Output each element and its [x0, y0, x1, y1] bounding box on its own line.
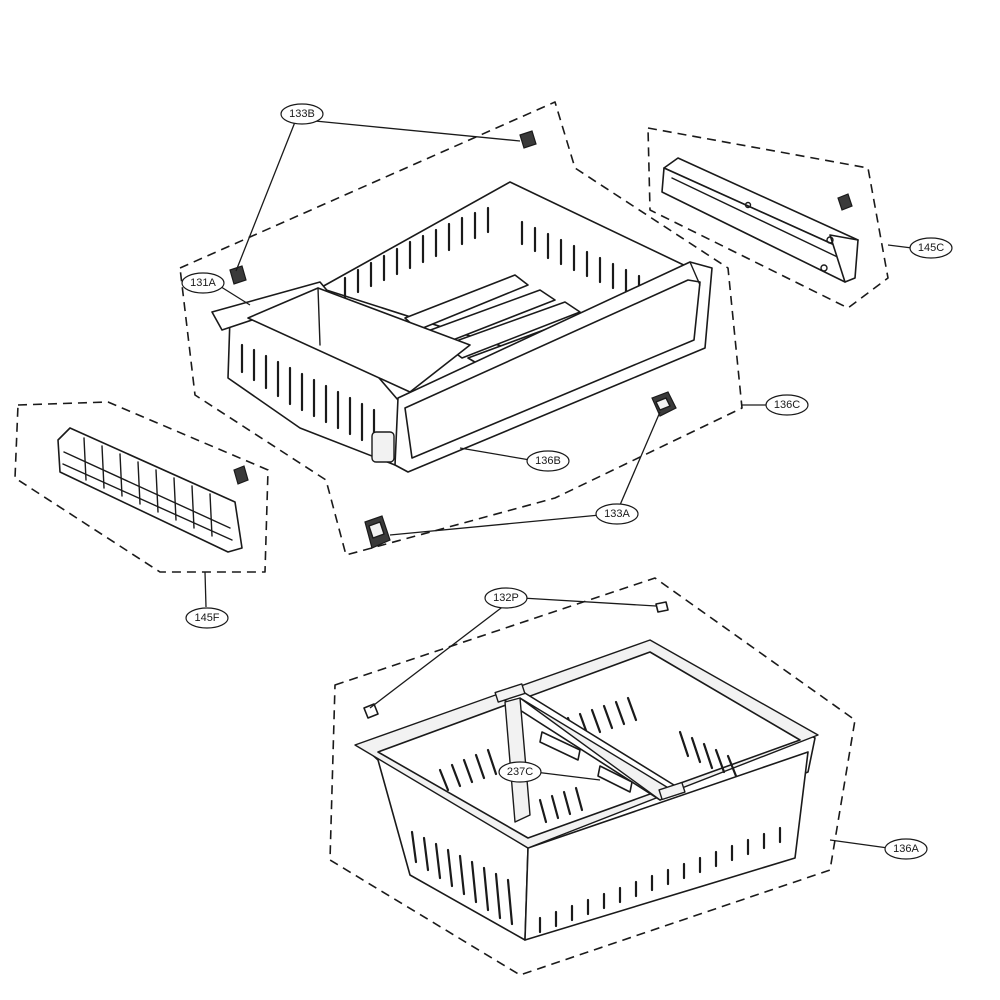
pad-132P-left — [363, 703, 379, 719]
svg-text:136C: 136C — [774, 399, 800, 411]
callout-145C: 145C — [909, 237, 953, 259]
svg-text:136A: 136A — [893, 843, 919, 855]
callout-136A: 136A — [884, 838, 928, 860]
basket-divider-237C — [494, 683, 686, 823]
group-outline-cover-145F — [14, 401, 269, 573]
callout-145F: 145F — [185, 607, 229, 629]
upper-drawer — [211, 181, 713, 473]
drawer-side-vents — [240, 343, 376, 448]
svg-text:133A: 133A — [604, 508, 630, 520]
callout-133A: 133A — [595, 503, 639, 525]
clip-133B-upper — [519, 130, 537, 149]
svg-text:131A: 131A — [190, 277, 216, 289]
lower-basket — [354, 639, 819, 941]
svg-text:132P: 132P — [493, 592, 519, 604]
grille-cover-grid — [62, 437, 233, 541]
clip-145C — [837, 193, 853, 211]
svg-text:145F: 145F — [194, 612, 219, 624]
group-outline-lower-basket — [329, 577, 856, 976]
clip-133A-left — [364, 515, 391, 549]
leader-lines — [204, 120, 913, 849]
clip-133B-lower — [229, 265, 247, 285]
callout-131A: 131A — [181, 272, 225, 294]
group-outline-upper-drawer — [179, 101, 743, 556]
callout-136B: 136B — [526, 450, 570, 472]
rail-145C — [661, 157, 859, 283]
basket-floor-vents — [438, 696, 738, 824]
pad-132P-right — [655, 601, 669, 613]
clip-145F — [233, 465, 249, 485]
clip-133A-right — [651, 391, 677, 417]
grille-cover-145F — [57, 427, 243, 553]
callout-237C: 237C — [498, 761, 542, 783]
basket-bottom-vents — [538, 826, 782, 934]
callout-132P: 132P — [484, 587, 528, 609]
svg-text:145C: 145C — [918, 242, 944, 254]
drawer-back-vents — [343, 206, 654, 304]
group-outline-rail-145C — [647, 127, 889, 309]
basket-front-vents — [410, 830, 514, 926]
callout-136C: 136C — [765, 394, 809, 416]
svg-text:136B: 136B — [535, 455, 561, 467]
svg-text:133B: 133B — [289, 108, 315, 120]
callout-133B: 133B — [280, 103, 324, 125]
svg-text:237C: 237C — [507, 766, 533, 778]
